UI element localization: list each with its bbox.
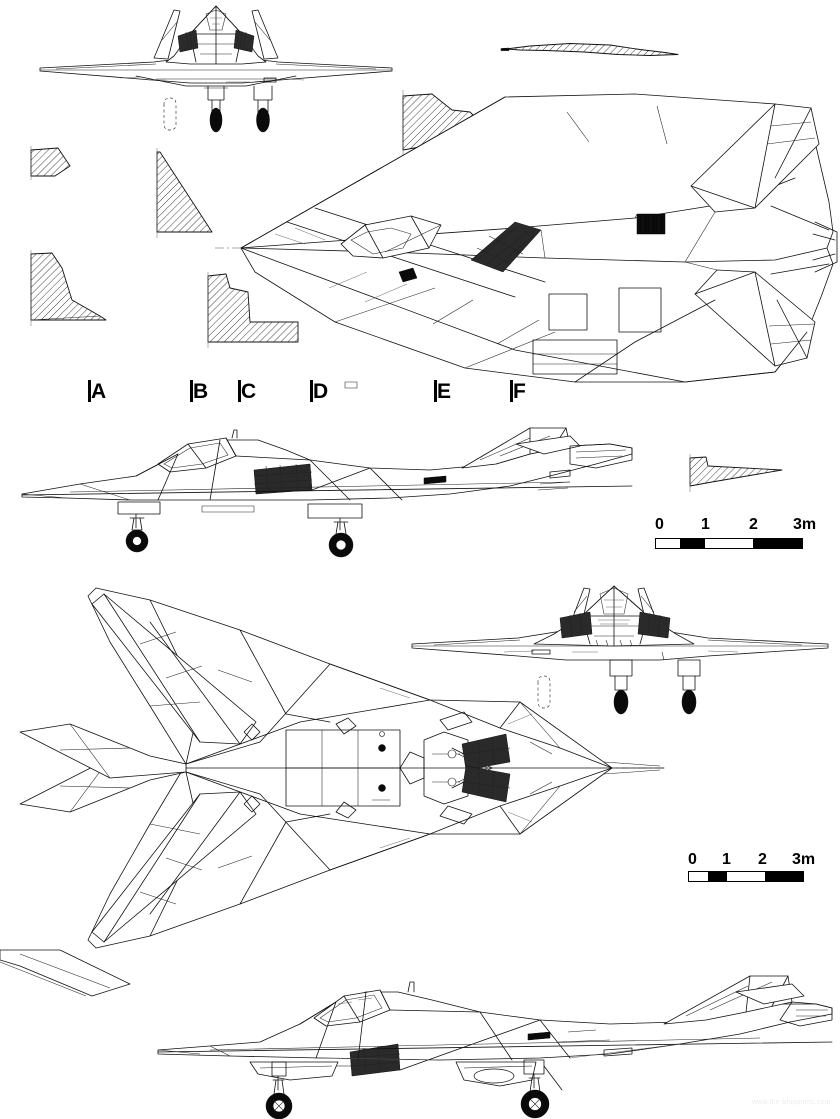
cross-section-c [30, 250, 107, 326]
scale-upper-tick-3: 3m [793, 516, 817, 533]
scale-upper-tick-0: 0 [655, 516, 664, 533]
scale-lower-seg-0 [689, 872, 708, 881]
view-side-lower [140, 962, 840, 1119]
scale-lower-seg-1 [708, 872, 727, 881]
view-plan-top [215, 82, 838, 394]
scale-lower-seg-3 [765, 872, 803, 881]
scale-lower-bar [688, 871, 804, 882]
scale-lower-tick-2: 2 [758, 851, 767, 868]
scale-upper-seg-1 [680, 539, 705, 548]
watermark: www.the-blueprints.com [752, 1099, 831, 1106]
scale-upper-seg-2 [704, 539, 754, 548]
scale-upper-tick-2: 2 [749, 516, 758, 533]
scale-bar-upper: 0 1 2 3m [655, 516, 816, 549]
scale-lower-tick-3: 3m [792, 851, 816, 868]
view-plan-bottom [0, 582, 665, 952]
cross-section-d [207, 272, 299, 348]
cross-section-f [689, 454, 783, 492]
cross-section-b [156, 148, 213, 238]
view-side-upper [10, 424, 635, 569]
view-front-elevation [36, 0, 396, 140]
scale-lower-tick-1: 1 [722, 851, 731, 868]
view-rear-elevation [408, 572, 832, 715]
scale-lower-seg-2 [727, 872, 765, 881]
scale-upper-bar [655, 538, 803, 549]
scale-upper-tick-1: 1 [701, 516, 710, 533]
cross-section-g [500, 36, 684, 66]
cross-section-a [30, 146, 71, 180]
scale-bar-lower: 0 1 2 3m [688, 851, 815, 882]
scale-upper-seg-0 [656, 539, 681, 548]
scale-upper-seg-3 [753, 539, 802, 548]
scale-lower-tick-0: 0 [688, 851, 697, 868]
plan-view-bottom-wingtip-overlap [0, 949, 131, 997]
